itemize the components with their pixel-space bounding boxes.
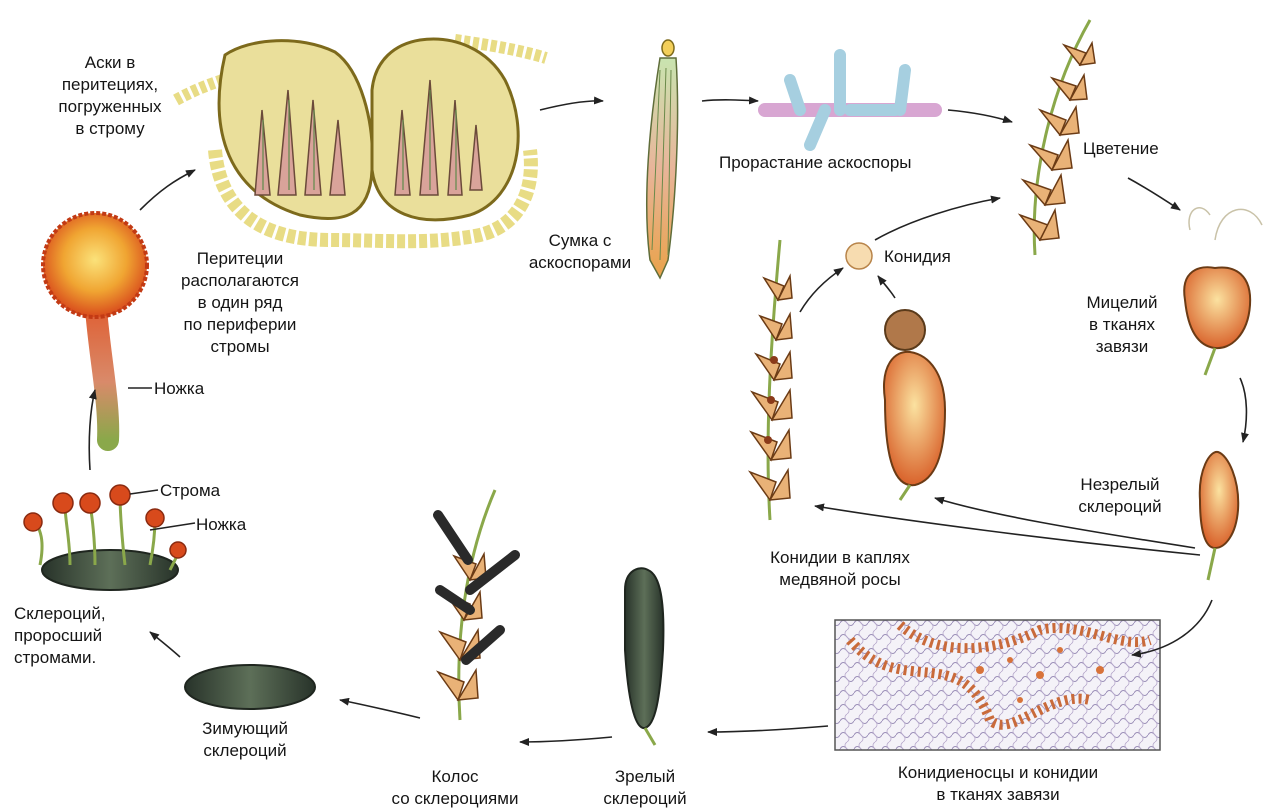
label-flowering: Цветение — [1083, 138, 1159, 160]
arrow-conidiophores-to-mature — [708, 726, 828, 732]
label-mycelium-ovary: Мицелий в тканях завязи — [1067, 292, 1177, 358]
label-stalk-bottom: Ножка — [196, 514, 246, 536]
label-conidiophores: Конидиеносцы и конидии в тканях завязи — [838, 762, 1158, 806]
label-ear-with-sclerotia: Колос со склероциями — [375, 766, 535, 810]
arrow-perithecia-to-ascus — [540, 101, 603, 110]
stroma-with-stalk-illustration — [43, 213, 147, 440]
label-mature-sclerotium: Зрелый склероций — [585, 766, 705, 810]
label-conidia-honeydew: Конидии в каплях медвяной росы — [735, 547, 945, 591]
honeydew-ovary-illustration — [884, 310, 945, 500]
perithecia-stroma-illustration — [176, 39, 546, 241]
ear-with-sclerotia-illustration — [438, 490, 515, 720]
arrow-ear-to-wintering — [340, 700, 420, 718]
label-sclerotium-sprouted: Склероций, проросший стромами. — [14, 603, 106, 669]
label-stroma: Строма — [160, 480, 220, 502]
arrow-ascus-to-germination — [702, 100, 758, 101]
arrow-ear-to-conidium — [800, 268, 843, 312]
label-conidium: Конидия — [884, 246, 951, 268]
conidium-illustration — [846, 243, 872, 269]
infected-ovary-illustration — [1184, 208, 1262, 375]
arrow-sprouted-to-stroma — [89, 390, 95, 470]
label-asci-in-perithecia: Аски в перитециях, погруженных в строму — [50, 52, 170, 140]
label-stalk-top: Ножка — [154, 378, 204, 400]
label-immature-sclerotium: Незрелый склероций — [1060, 474, 1180, 518]
arrow-wintering-to-sprouted — [150, 632, 180, 657]
honeydew-ear-illustration — [750, 240, 792, 520]
immature-sclerotium-illustration — [1200, 452, 1238, 580]
mature-sclerotium-illustration — [625, 568, 663, 745]
arrow-germination-to-flowering — [948, 110, 1012, 122]
arrow-mature-to-ear — [520, 737, 612, 742]
arrow-stroma-to-perithecia — [140, 170, 195, 210]
label-ascus-ascospores: Сумка с аскоспорами — [520, 230, 640, 274]
pointer-stroma — [130, 490, 158, 494]
label-ascospore-germination: Прорастание аскоспоры — [719, 152, 912, 174]
arrow-conidium-to-flowering — [875, 198, 1000, 240]
arrow-ovary-to-conidium — [878, 276, 895, 298]
label-wintering-sclerotium: Зимующий склероций — [175, 718, 315, 762]
ascospore-germination-illustration — [765, 55, 935, 145]
label-perithecia-row: Перитеции располагаются в один ряд по пе… — [160, 248, 320, 358]
wintering-sclerotium-illustration — [185, 665, 315, 709]
conidiophores-tissue-illustration — [835, 620, 1160, 750]
arrow-ovary-to-immature — [1240, 378, 1246, 442]
arrow-flowering-to-ovary — [1128, 178, 1180, 210]
ascus-illustration — [647, 40, 678, 278]
